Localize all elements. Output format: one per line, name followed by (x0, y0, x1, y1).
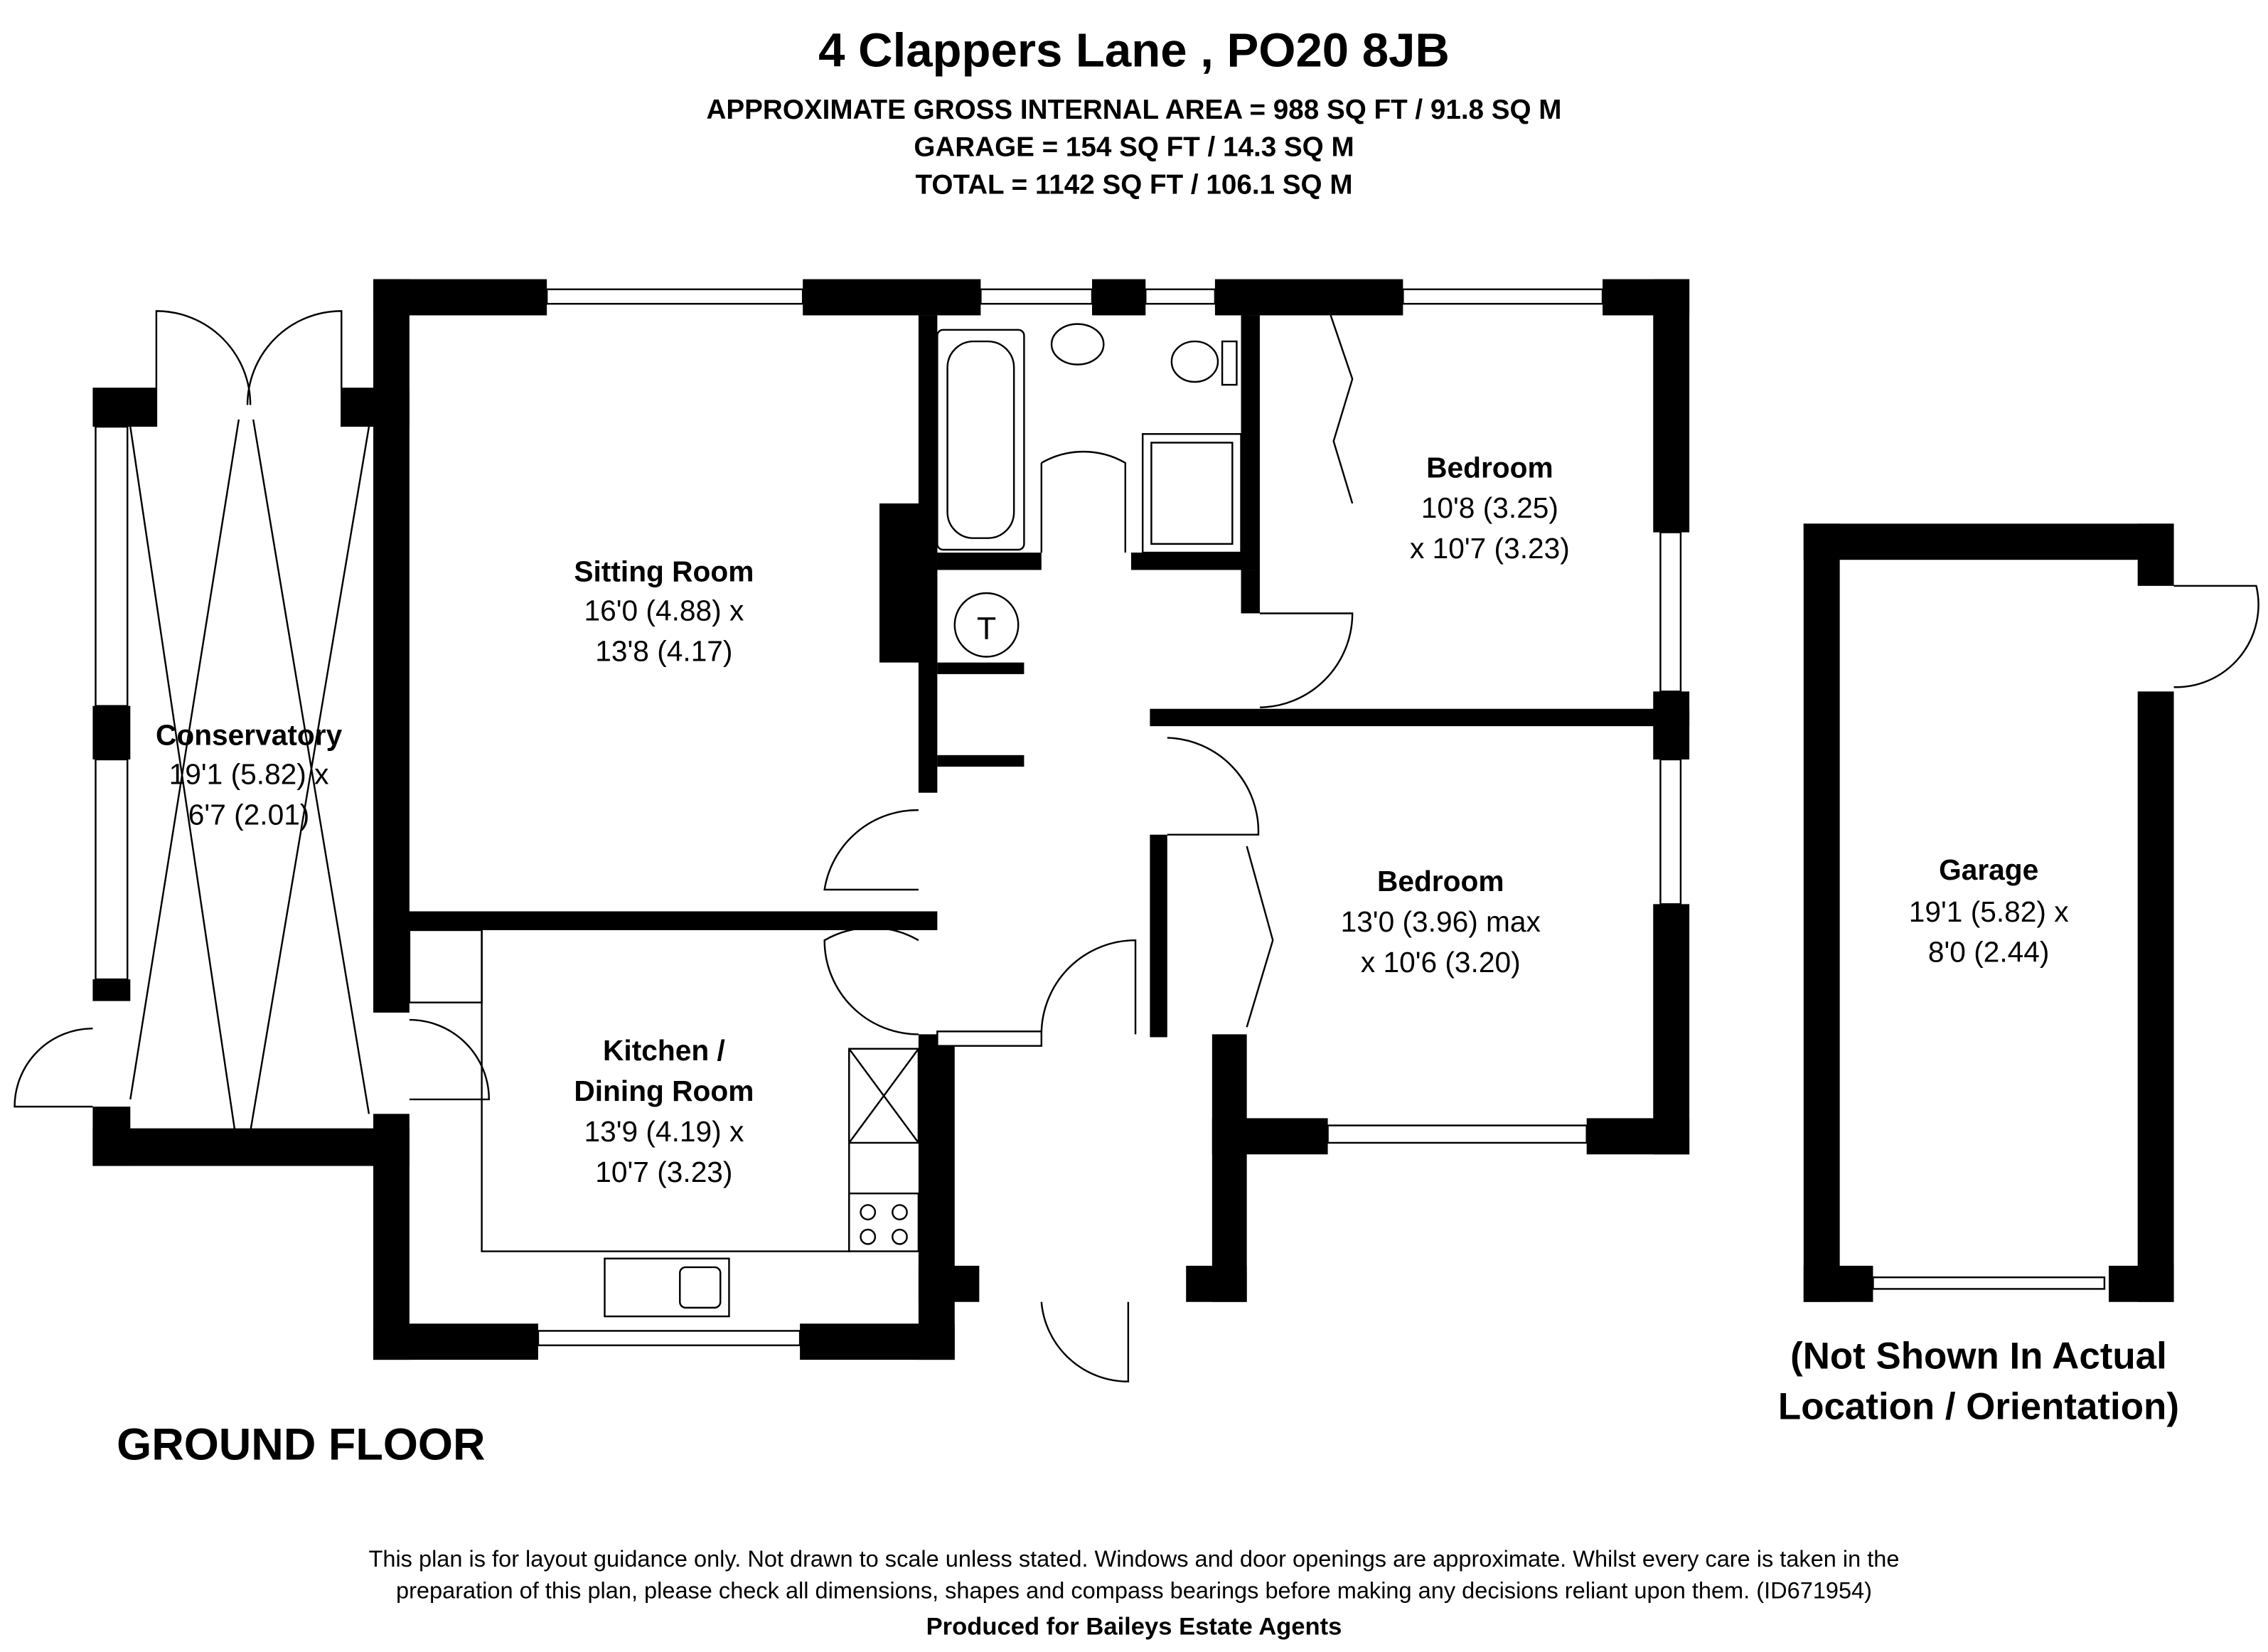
room-dim: 16'0 (4.88) x (584, 595, 744, 627)
room-dim: 13'0 (3.96) max (1341, 905, 1541, 938)
room-conservatory: Conservatory 19'1 (5.82) x 6'7 (2.01) (156, 719, 343, 831)
room-name: Kitchen / (603, 1034, 725, 1067)
garage-walls (1803, 523, 2259, 1302)
walls (92, 279, 1690, 1360)
water-tank-icon (953, 592, 1020, 658)
room-garage: Garage 19'1 (5.82) x 8'0 (2.44) (1909, 853, 2069, 969)
room-bedroom-1: Bedroom 10'8 (3.25) x 10'7 (3.23) (1410, 451, 1570, 565)
room-bedroom-2: Bedroom 13'0 (3.96) max x 10'6 (3.20) (1341, 865, 1541, 979)
room-dim: 10'8 (3.25) (1421, 491, 1558, 524)
room-dim: 19'1 (5.82) x (1909, 895, 2069, 928)
toilet-icon (1170, 340, 1219, 383)
conservatory-roof-lines (129, 419, 370, 1158)
floor-label: GROUND FLOOR (117, 1419, 485, 1469)
area-line-internal: APPROXIMATE GROSS INTERNAL AREA = 988 SQ… (707, 95, 1562, 125)
hob-icon (848, 1192, 920, 1252)
bath-icon (936, 329, 1025, 551)
property-title: 4 Clappers Lane , PO20 8JB (818, 24, 1450, 78)
room-name: Garage (1939, 853, 2038, 886)
sink-icon (1050, 323, 1105, 366)
room-dim: x 10'6 (3.20) (1361, 946, 1521, 979)
room-dim: 8'0 (2.44) (1928, 936, 2050, 969)
room-name: Bedroom (1426, 451, 1553, 484)
room-dim: x 10'7 (3.23) (1410, 532, 1570, 565)
area-line-garage: GARAGE = 154 SQ FT / 14.3 SQ M (914, 132, 1354, 163)
fridge-icon (848, 1048, 920, 1144)
shower-icon (1141, 433, 1242, 554)
room-kitchen: Kitchen / Dining Room 13'9 (4.19) x 10'7… (574, 1034, 754, 1188)
producer-credit: Produced for Baileys Estate Agents (926, 1614, 1342, 1641)
garage-note: Location / Orientation) (1778, 1386, 2179, 1428)
room-dim: 6'7 (2.01) (188, 798, 310, 831)
room-name: Sitting Room (574, 555, 754, 588)
room-name: Dining Room (574, 1075, 754, 1107)
french-doors (155, 310, 343, 427)
room-dim: 13'8 (4.17) (595, 635, 732, 668)
room-dim: 19'1 (5.82) x (169, 758, 329, 791)
area-line-total: TOTAL = 1142 SQ FT / 106.1 SQ M (915, 170, 1352, 201)
garage-note: (Not Shown In Actual (1790, 1335, 2167, 1377)
room-dim: 13'9 (4.19) x (584, 1115, 744, 1148)
room-name: Bedroom (1377, 865, 1504, 897)
fixtures: T (14, 310, 1354, 1382)
sink-unit-icon (604, 1257, 730, 1318)
room-sitting: Sitting Room 16'0 (4.88) x 13'8 (4.17) (574, 555, 754, 668)
disclaimer: This plan is for layout guidance only. N… (368, 1546, 1899, 1572)
water-tank-label: T (977, 611, 996, 646)
room-dim: 10'7 (3.23) (595, 1156, 732, 1188)
disclaimer: preparation of this plan, please check a… (396, 1578, 1872, 1604)
room-name: Conservatory (156, 719, 343, 752)
